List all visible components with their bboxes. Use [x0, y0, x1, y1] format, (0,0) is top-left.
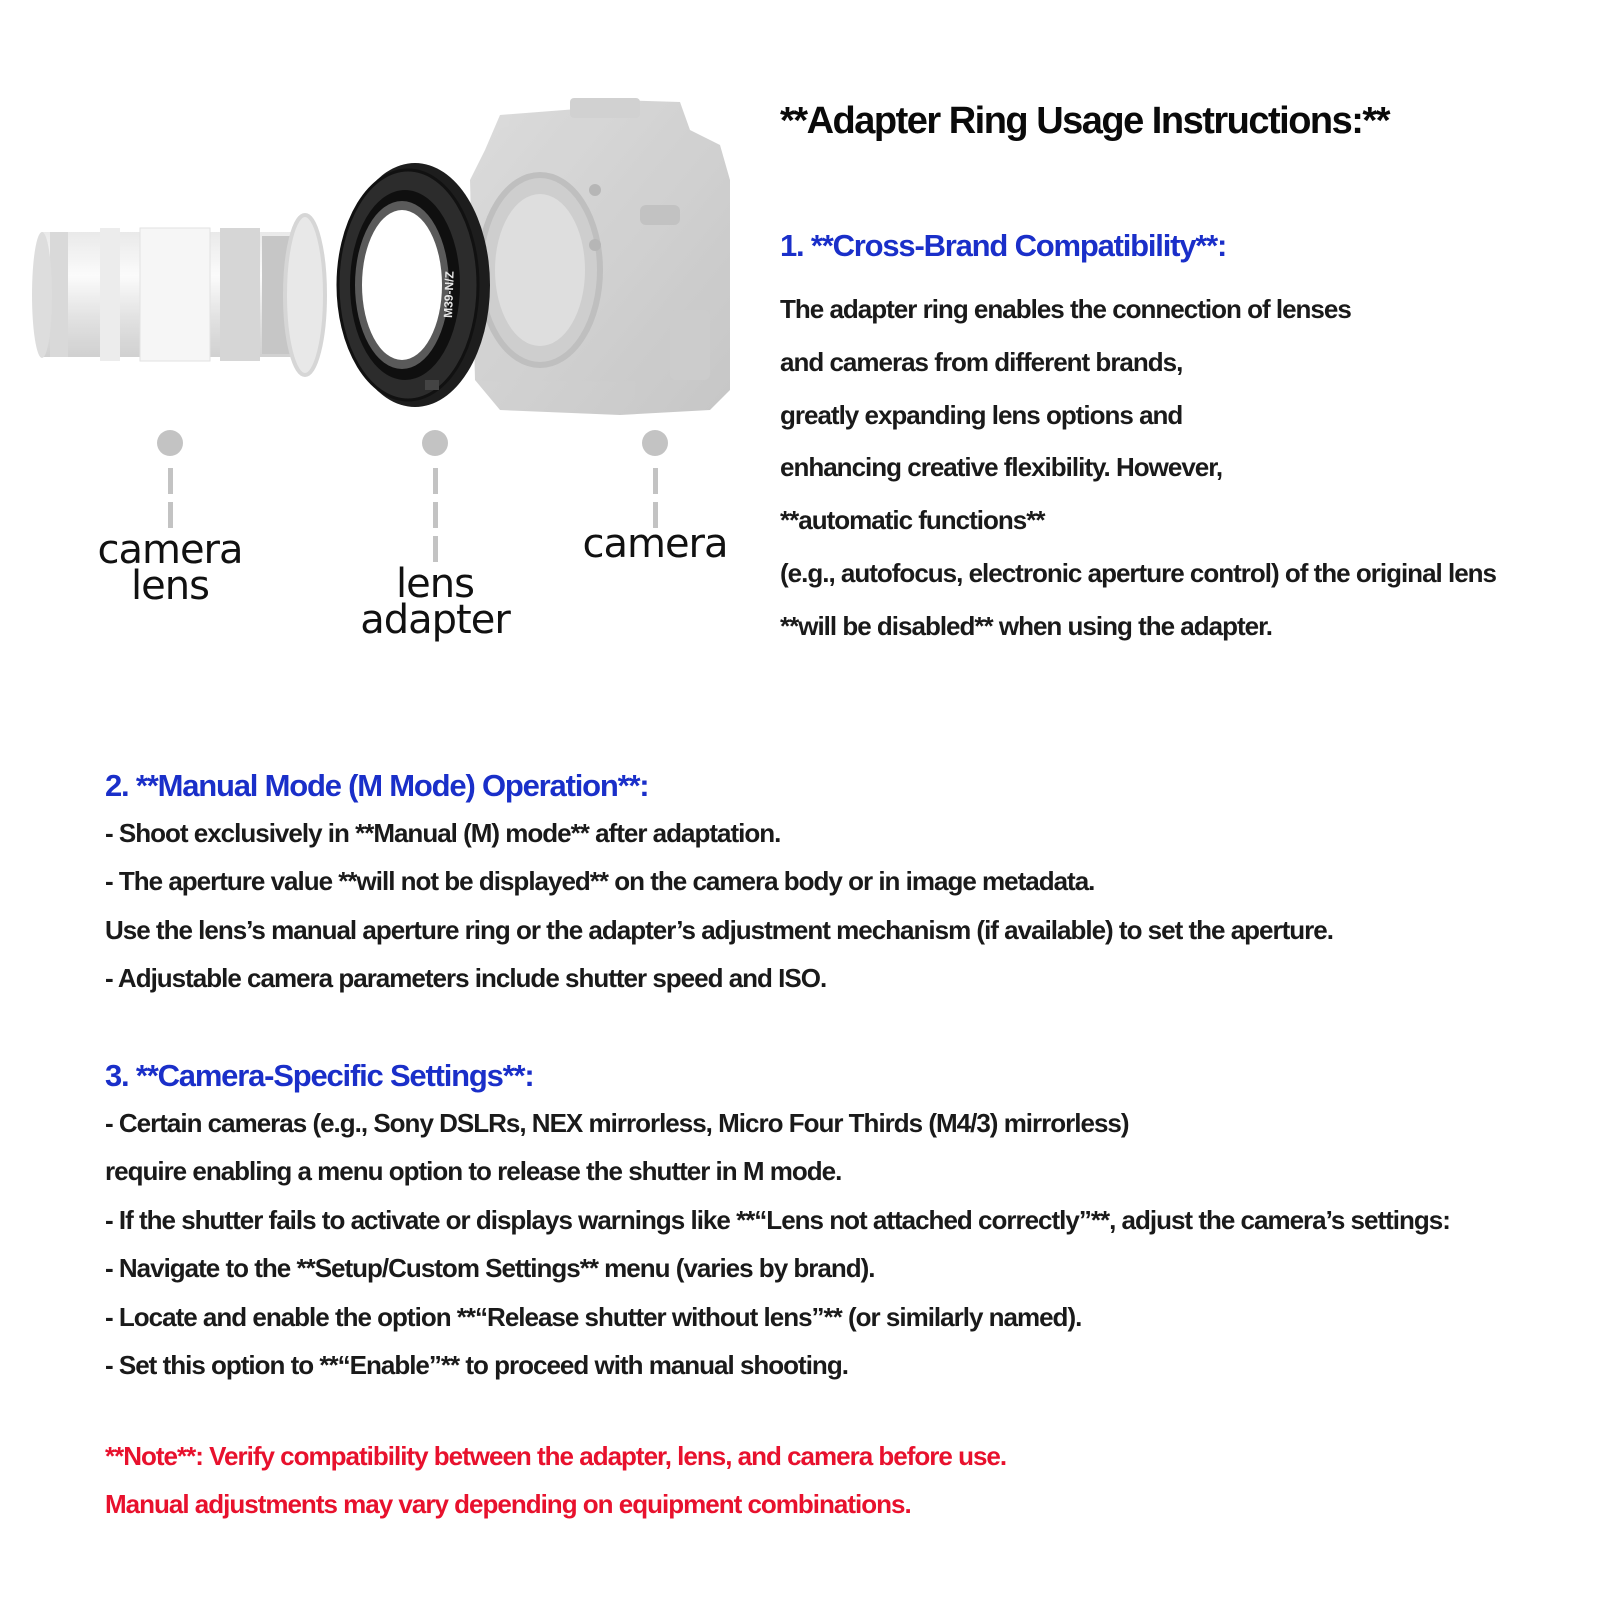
callout-dot	[157, 430, 183, 456]
section1-heading: 1. **Cross-Brand Compatibility**:	[780, 228, 1227, 263]
product-illustration: M39-N/Z	[32, 98, 730, 415]
section2-body: - Shoot exclusively in **Manual (M) mode…	[105, 815, 1334, 1009]
callout-dot	[642, 430, 668, 456]
section1-line: greatly expanding lens options and	[780, 399, 1183, 430]
section1-line: **automatic functions**	[780, 505, 1046, 536]
callout-dash	[432, 536, 438, 562]
note-line: **Note**: Verify compatibility between t…	[105, 1441, 1007, 1471]
callout-camera: camera	[565, 430, 745, 567]
section3-body: - Certain cameras (e.g., Sony DSLRs, NEX…	[105, 1105, 1451, 1395]
callout-dot	[422, 430, 448, 456]
note-block: **Note**: Verify compatibility between t…	[105, 1438, 1007, 1535]
lens-body	[32, 213, 327, 377]
section1-line: enhancing creative flexibility. However,	[780, 452, 1223, 483]
note-line: Manual adjustments may vary depending on…	[105, 1489, 912, 1520]
callout-dash	[167, 468, 173, 494]
camera-body	[470, 98, 730, 415]
section1-line: The adapter ring enables the connection …	[780, 294, 1352, 324]
callout-dash	[432, 502, 438, 528]
callout-lens-adapter: lens adapter	[345, 430, 525, 643]
callout-dash	[432, 468, 438, 494]
adapter-ring	[336, 163, 490, 407]
section3-line: - Navigate to the **Setup/Custom Setting…	[105, 1253, 875, 1284]
section2-line: - Shoot exclusively in **Manual (M) mode…	[105, 818, 781, 848]
section3-heading: 3. **Camera-Specific Settings**:	[105, 1058, 535, 1093]
callout-label-lens-adapter: lens adapter	[360, 561, 511, 643]
section2-heading: 2. **Manual Mode (M Mode) Operation**:	[105, 768, 650, 803]
callout-dash	[652, 468, 658, 494]
page-title: **Adapter Ring Usage Instructions:**	[780, 100, 1391, 142]
section3-line: - Set this option to **“Enable”** to pro…	[105, 1349, 849, 1380]
section3-line: - Locate and enable the option **“Releas…	[105, 1301, 1082, 1332]
callout-camera-lens: camera lens	[85, 430, 255, 609]
section2-line: Use the lens’s manual aperture ring or t…	[105, 914, 1334, 945]
section1-line: **will be disabled** when using the adap…	[780, 610, 1273, 641]
section3-line: - If the shutter fails to activate or di…	[105, 1204, 1451, 1235]
callout-dash	[167, 502, 173, 528]
section1-body: The adapter ring enables the connection …	[780, 289, 1497, 659]
section3-line: require enabling a menu option to releas…	[105, 1156, 842, 1187]
callout-label-camera-lens: camera lens	[97, 527, 243, 609]
callout-dash	[652, 502, 658, 528]
section2-line: - The aperture value **will not be displ…	[105, 866, 1095, 897]
callout-label-camera: camera	[582, 521, 728, 567]
section2-line: - Adjustable camera parameters include s…	[105, 963, 827, 994]
section3-line: - Certain cameras (e.g., Sony DSLRs, NEX…	[105, 1108, 1130, 1138]
section1-line: and cameras from different brands,	[780, 346, 1183, 377]
section1-line: (e.g., autofocus, electronic aperture co…	[780, 557, 1497, 588]
adapter-engraving: M39-N/Z	[441, 271, 457, 318]
